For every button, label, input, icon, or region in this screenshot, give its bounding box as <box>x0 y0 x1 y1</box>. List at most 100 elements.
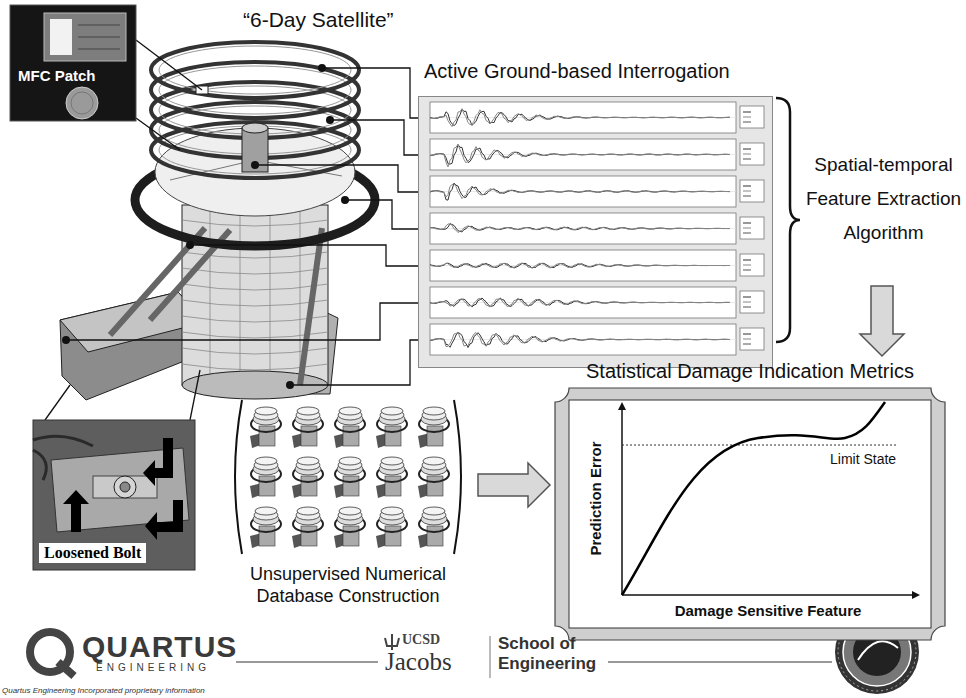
signal-plot <box>430 250 736 281</box>
signal-trace <box>430 183 730 200</box>
footer-rule <box>236 662 378 663</box>
illustration-part <box>743 112 751 113</box>
illustration-part <box>182 268 328 274</box>
illustration-part <box>743 334 751 335</box>
satellite-thumbnail <box>292 457 323 498</box>
logo-text: UCSD <box>402 632 440 648</box>
illustration-part <box>33 420 195 570</box>
axis-arrowhead <box>618 402 626 410</box>
signal-plot <box>430 287 736 318</box>
plot-legend-box <box>740 217 764 239</box>
illustration-part <box>71 92 93 114</box>
illustration-part <box>300 228 322 385</box>
illustration-part <box>743 302 751 303</box>
illustration-part <box>182 300 328 306</box>
illustration-part <box>240 205 241 385</box>
block-arrow <box>860 286 904 356</box>
figure-label: “6-Day Satellite” <box>243 8 394 32</box>
curly-brace <box>776 98 800 342</box>
illustration-part <box>10 5 136 121</box>
illustration-part <box>114 476 136 498</box>
satellite-thumbnail <box>334 457 365 498</box>
illustration-part <box>190 370 200 420</box>
mfc-photo <box>10 5 136 121</box>
signal-trace <box>430 145 730 167</box>
satellite-thumbnail <box>334 407 365 448</box>
satellite-thumbnail <box>250 457 281 498</box>
illustration-part <box>110 228 322 385</box>
illustration-part <box>58 662 74 676</box>
illustration-part <box>743 339 751 340</box>
bracket <box>235 400 242 554</box>
satellite-thumbnail <box>376 407 407 448</box>
illustration-part <box>743 344 751 345</box>
illustration-part <box>182 220 328 226</box>
illustration-part <box>419 97 773 368</box>
illustration-part <box>45 385 70 420</box>
logo-text: School of Engineering <box>498 634 606 674</box>
signal-plot <box>430 213 736 244</box>
plot-legend-box <box>740 143 764 165</box>
illustration-part <box>120 482 130 492</box>
plot-legend-box <box>740 328 764 350</box>
limit-line <box>622 445 898 446</box>
illustration-part <box>743 307 751 308</box>
photo-caption: MFC Patch <box>18 67 96 84</box>
illustration-part <box>743 186 751 187</box>
waveform-panel: Active Ground-based Interrogation <box>418 58 773 370</box>
illustration-part <box>318 64 326 72</box>
illustration-part <box>182 284 328 290</box>
illustration-part <box>255 165 424 192</box>
database-group: Unsupervised Numerical Database Construc… <box>228 398 470 613</box>
illustration-part <box>78 37 120 38</box>
illustration-part <box>743 265 751 266</box>
illustration-part <box>151 42 359 178</box>
signal-plot <box>430 102 736 133</box>
signal-trace <box>430 224 730 232</box>
chart-text: Statistical Damage Indication Metrics <box>553 360 947 383</box>
illustration-part <box>743 196 751 197</box>
illustration-part <box>743 233 751 234</box>
illustration-part <box>743 260 751 261</box>
illustration-part <box>136 40 202 90</box>
illustration-part <box>300 205 301 385</box>
satellite-thumbnail <box>292 507 323 548</box>
signal-trace <box>430 332 730 347</box>
chart-text: Damage Sensitive Feature <box>618 602 918 619</box>
satellite-thumbnail <box>376 457 407 498</box>
chart-text: Limit State <box>830 451 896 467</box>
signal-trace <box>430 263 730 268</box>
illustration-part <box>743 191 751 192</box>
logo-text: ENGINEERING <box>96 662 210 673</box>
illustration-part <box>341 196 349 204</box>
plot-legend-box <box>740 291 764 313</box>
chart-border <box>555 388 945 640</box>
illustration-part <box>66 303 424 340</box>
logo-text: QUARTUS <box>82 630 237 664</box>
block-arrow <box>478 463 550 507</box>
signal-trace <box>430 298 730 307</box>
group-caption: Unsupervised Numerical Database Construc… <box>228 563 468 607</box>
satellite-thumbnail <box>250 407 281 448</box>
illustration-part <box>110 228 205 335</box>
signal-trace <box>430 263 730 268</box>
satellite-thumbnail <box>292 407 323 448</box>
signal-plot <box>430 324 736 355</box>
illustration-part <box>136 118 180 150</box>
illustration-part <box>286 381 294 389</box>
illustration-part <box>93 476 157 498</box>
black-arrow <box>63 490 89 532</box>
illustration-part <box>44 13 126 61</box>
photo-inset: Loosened Bolt <box>33 420 195 570</box>
satellite-thumbnail <box>376 507 407 548</box>
illustration-part <box>290 340 424 385</box>
signal-trace <box>430 109 730 127</box>
illustration-part <box>326 116 334 124</box>
chart-panel: Statistical Damage Indication MetricsPre… <box>553 358 949 644</box>
logo-text: Jacobs <box>385 648 452 676</box>
illustration-part <box>50 19 72 55</box>
illustration-part <box>743 270 751 271</box>
illustration-part <box>151 42 359 98</box>
satellite-thumbnail <box>250 507 281 548</box>
